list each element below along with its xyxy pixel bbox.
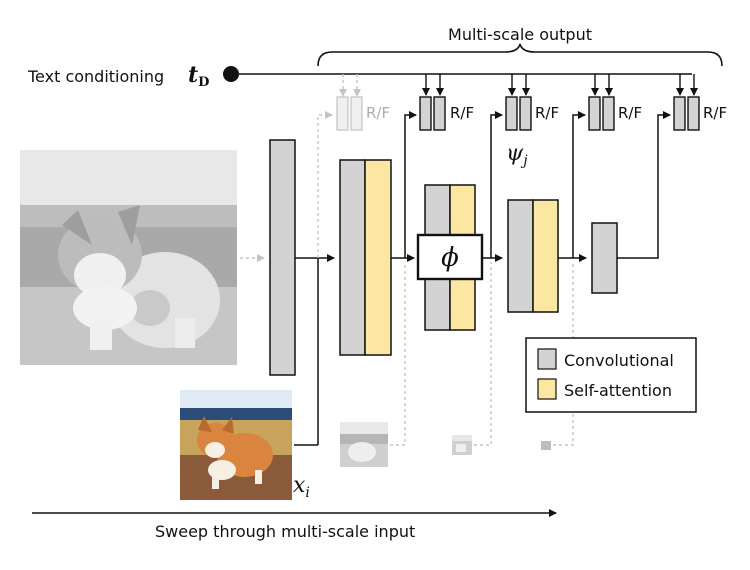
rf-branch bbox=[490, 111, 503, 258]
conv-block-1 bbox=[339, 159, 366, 356]
rf-label: R/F bbox=[618, 104, 642, 122]
conditioning-dot bbox=[223, 66, 239, 82]
conv-block-input bbox=[269, 139, 296, 376]
input-image-label: xi bbox=[293, 473, 310, 501]
sweep-label: Sweep through multi-scale input bbox=[155, 522, 415, 541]
rf-branch bbox=[617, 111, 671, 259]
rf-head: R/F bbox=[673, 96, 727, 131]
multi-scale-output-label: Multi-scale output bbox=[448, 25, 592, 44]
legend: Convolutional Self-attention bbox=[525, 337, 697, 413]
conv-block-4 bbox=[591, 222, 618, 294]
rf-branch bbox=[572, 111, 586, 258]
phi-box bbox=[416, 233, 484, 281]
rf-head: R/F bbox=[419, 96, 474, 131]
downscaled-input-3 bbox=[541, 441, 551, 450]
attention-block-1 bbox=[364, 159, 392, 356]
downscaled-input-1 bbox=[340, 422, 388, 467]
input-image-small bbox=[180, 390, 292, 500]
rf-head: R/F bbox=[505, 96, 559, 131]
downscaled-input-2 bbox=[452, 435, 472, 455]
legend-swatch-self-attention bbox=[537, 378, 557, 400]
input-image-large-faded bbox=[20, 150, 237, 365]
faded-rf-branch bbox=[317, 111, 333, 258]
conv-block-3 bbox=[507, 199, 534, 313]
rf-branch bbox=[404, 111, 417, 258]
phi-label: ϕ bbox=[441, 243, 459, 273]
legend-label-convolutional: Convolutional bbox=[564, 351, 674, 370]
rf-head-faded: R/F bbox=[336, 96, 390, 131]
rf-label: R/F bbox=[366, 104, 390, 122]
rf-label: R/F bbox=[450, 104, 474, 122]
rf-label: R/F bbox=[535, 104, 559, 122]
legend-label-self-attention: Self-attention bbox=[564, 381, 672, 400]
downscale-dashed-line bbox=[390, 262, 406, 446]
downscale-dashed-line bbox=[553, 262, 574, 446]
rf-head: R/F bbox=[588, 96, 642, 131]
legend-swatch-convolutional bbox=[537, 348, 557, 370]
text-conditioning-label: Text conditioning bbox=[27, 67, 164, 86]
output-brace bbox=[317, 43, 723, 67]
psi-label: ψj bbox=[506, 141, 528, 169]
text-conditioning-symbol: tD bbox=[188, 62, 209, 90]
rf-label: R/F bbox=[703, 104, 727, 122]
attention-block-3 bbox=[532, 199, 559, 313]
downscale-dashed-line bbox=[474, 262, 492, 446]
